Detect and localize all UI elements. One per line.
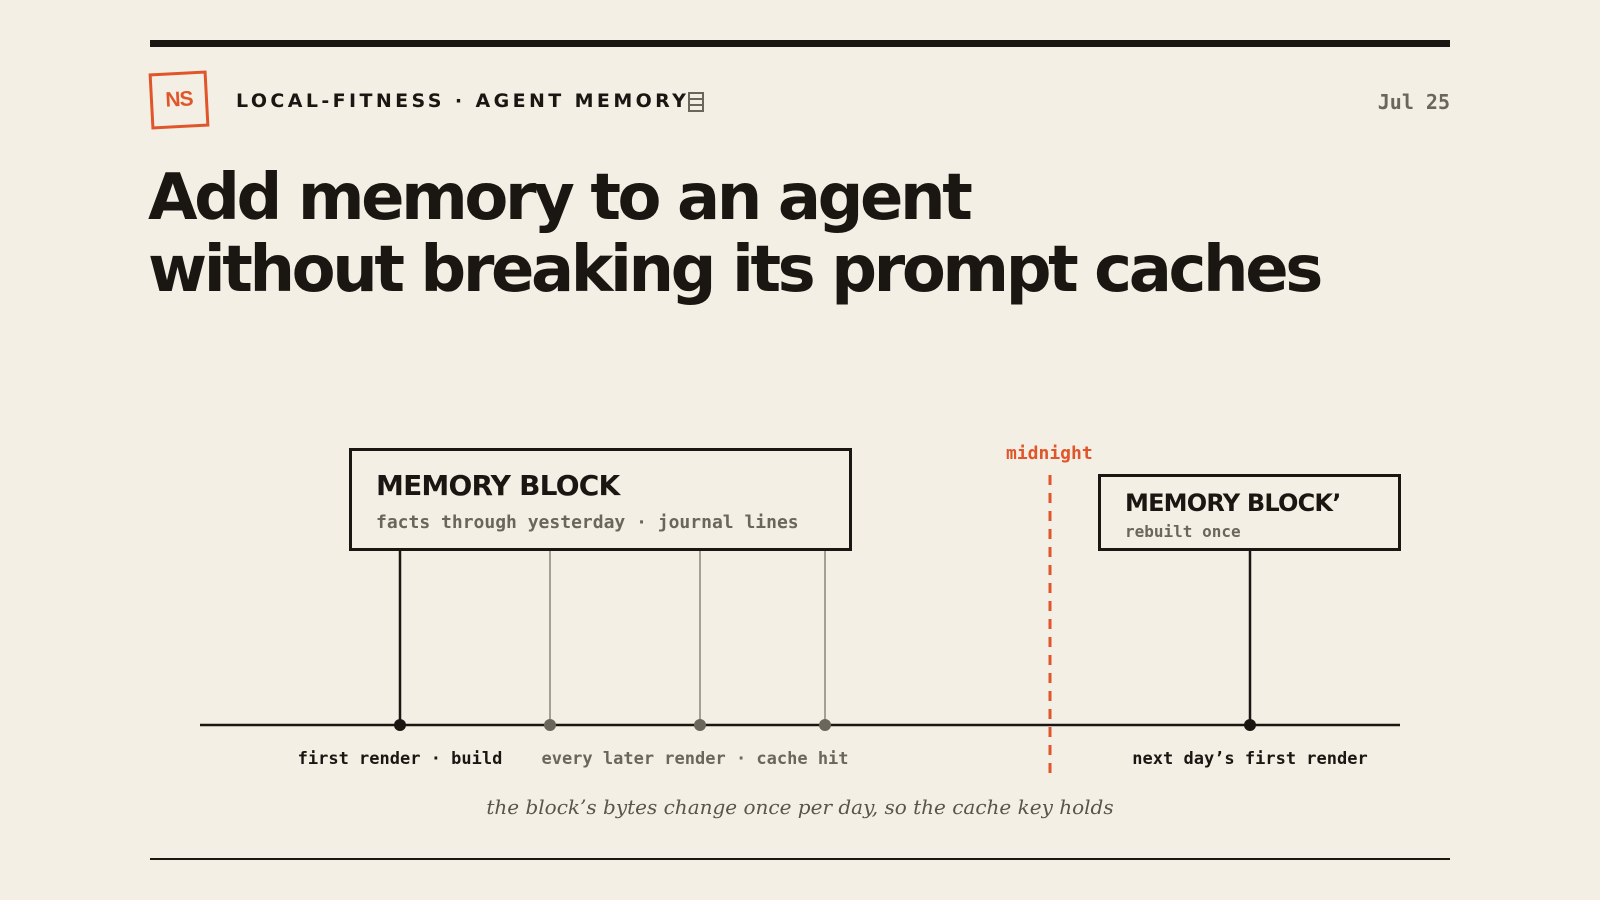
label-next-day: next day’s first render <box>1132 749 1368 769</box>
kicker: LOCAL-FITNESS · AGENT MEMORY <box>236 90 690 112</box>
label-first-render: first render · build <box>297 749 503 769</box>
bottom-rule <box>150 858 1450 860</box>
memory-block-next-box: MEMORY BLOCK’ rebuilt once <box>1098 474 1401 551</box>
headline-line-1: Add memory to an agent <box>148 161 973 235</box>
timeline-dot-next-day <box>1244 719 1256 731</box>
timeline-dot-first-render <box>394 719 406 731</box>
date: Jul 25 <box>1377 90 1450 114</box>
timeline-dot-render-4 <box>819 719 831 731</box>
memory-block-title: MEMORY BLOCK <box>376 469 620 502</box>
stack-icon <box>688 92 704 112</box>
diagram-caption: the block’s bytes change once per day, s… <box>486 795 1114 819</box>
headline-line-2: without breaking its prompt caches <box>148 233 1323 307</box>
label-later-renders: every later render · cache hit <box>541 749 849 769</box>
timeline-dot-render-2 <box>544 719 556 731</box>
midnight-label: midnight <box>1006 443 1093 464</box>
memory-block-box: MEMORY BLOCK facts through yesterday · j… <box>349 448 852 551</box>
timeline-dot-render-3 <box>694 719 706 731</box>
headline: Add memory to an agent without breaking … <box>148 161 1323 307</box>
memory-block-next-subtitle: rebuilt once <box>1125 522 1241 541</box>
memory-block-next-title: MEMORY BLOCK’ <box>1125 489 1341 517</box>
top-rule <box>150 40 1450 47</box>
memory-block-subtitle: facts through yesterday · journal lines <box>376 512 799 533</box>
